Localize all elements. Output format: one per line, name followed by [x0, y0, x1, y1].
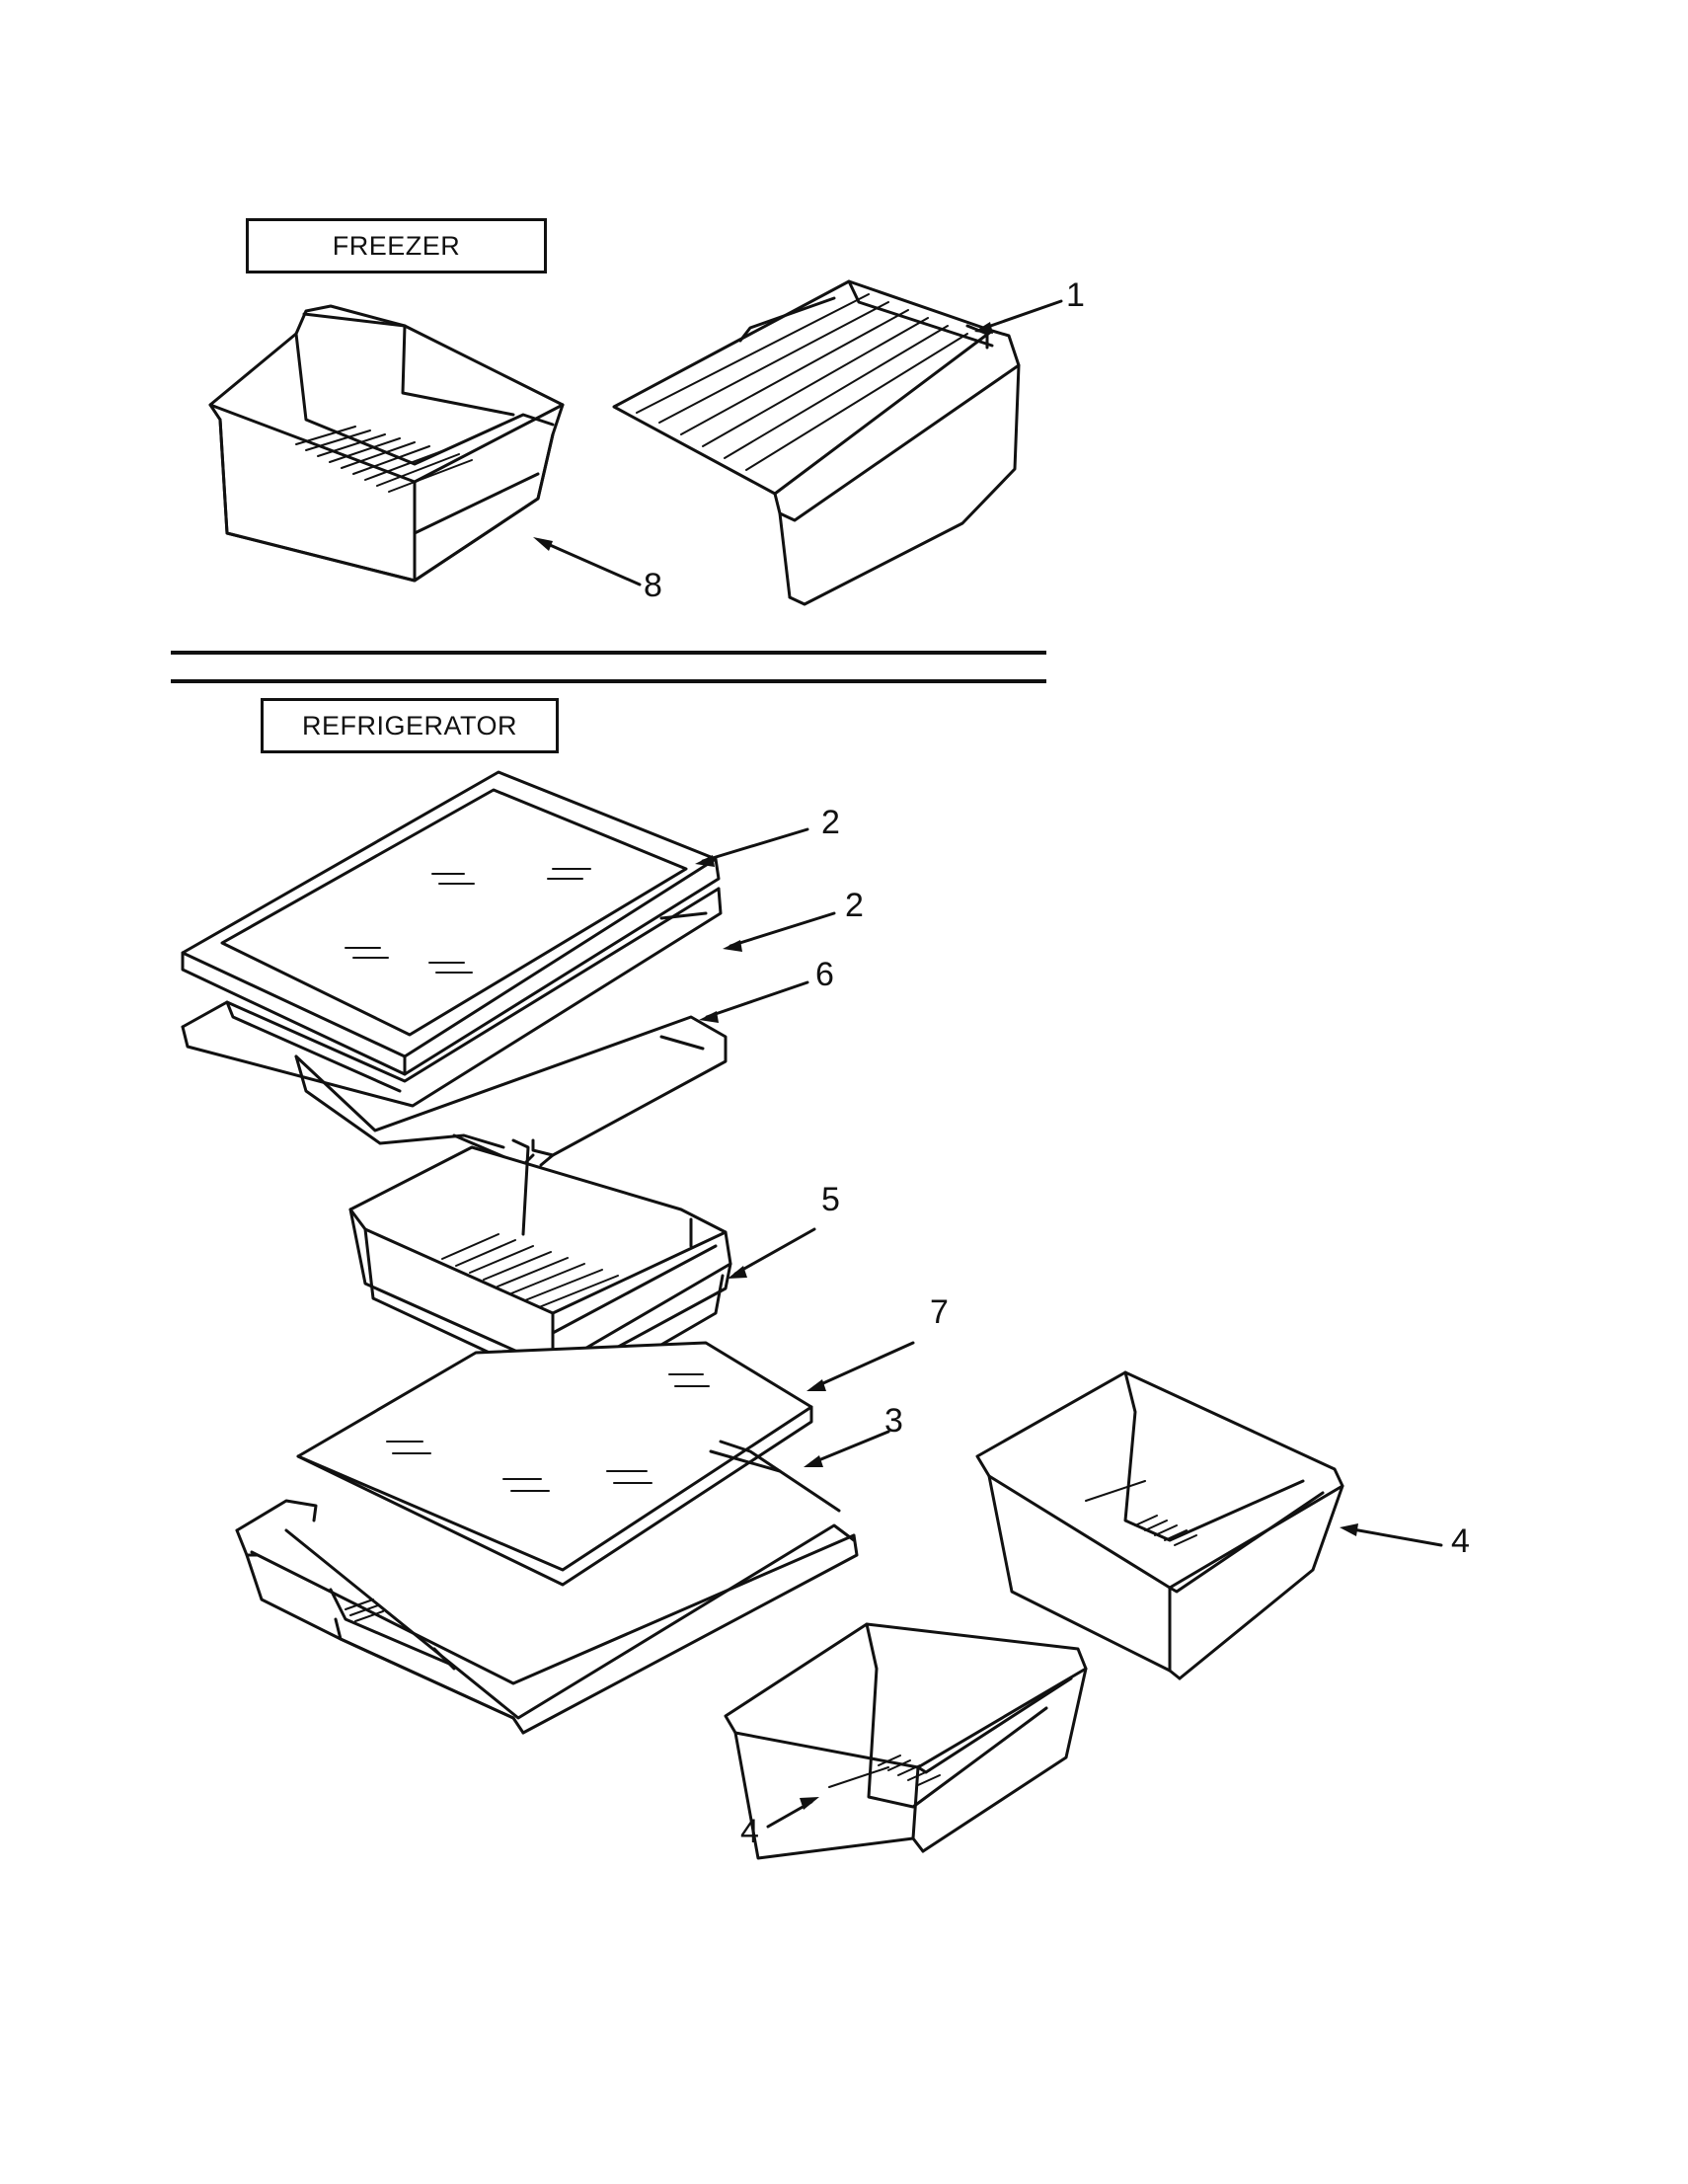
drawer-floor-ribs-right — [1134, 1515, 1197, 1546]
leader-arrow-7 — [806, 1379, 826, 1391]
leader-arrow-3 — [804, 1455, 823, 1467]
callout-2-top: 2 — [821, 804, 840, 841]
callout-7: 7 — [930, 1293, 949, 1331]
leader-line-3 — [809, 1430, 890, 1465]
glass-shelf-part-2-second — [181, 887, 723, 1108]
leader-arrow-6 — [699, 1011, 719, 1023]
leader-line-5 — [733, 1227, 816, 1276]
leader-arrow-5 — [728, 1266, 747, 1279]
leader-arrow-4-right — [1340, 1523, 1358, 1536]
callout-1: 1 — [1066, 276, 1085, 314]
leader-arrow-2-top — [695, 855, 715, 867]
callout-5: 5 — [821, 1181, 840, 1218]
freezer-basket-floor-ribs — [295, 426, 473, 493]
wire-shelf-rods — [636, 293, 968, 471]
callout-2-second: 2 — [845, 887, 864, 924]
drawer-floor-ribs — [441, 1233, 619, 1308]
leader-line-1 — [980, 299, 1063, 331]
glass-glare-marks-top — [345, 868, 591, 974]
leader-arrow-2-second — [723, 940, 742, 952]
glass-shelf-part-2-top — [181, 770, 721, 1076]
leader-line-7 — [812, 1341, 915, 1389]
leader-line-4-right — [1345, 1526, 1443, 1547]
crisper-frame-part-3 — [235, 1440, 859, 1735]
crisper-drawer-part-4-right — [975, 1370, 1344, 1680]
freezer-basket-part-8 — [208, 304, 565, 583]
glass-glare-marks-bottom — [386, 1373, 710, 1492]
callout-4-right: 4 — [1451, 1522, 1470, 1560]
leader-line-2-second — [729, 911, 836, 948]
leader-arrow-8 — [533, 537, 553, 551]
leader-line-6 — [705, 980, 809, 1019]
refrigerator-section-label: REFRIGERATOR — [261, 698, 559, 753]
crisper-drawer-part-4-bottom — [724, 1622, 1088, 1860]
freezer-wire-shelf-part-1 — [612, 279, 1021, 606]
callout-6: 6 — [815, 956, 834, 993]
leader-arrow-4-bottom — [800, 1797, 819, 1810]
freezer-section-label: FREEZER — [246, 218, 547, 273]
leader-arrow-1 — [974, 322, 993, 334]
callout-8: 8 — [644, 567, 662, 604]
crisper-glass-part-7 — [296, 1341, 813, 1587]
leader-line-2-top — [701, 827, 809, 863]
drawer-floor-ribs-bottom — [878, 1755, 941, 1786]
callout-4-bottom: 4 — [740, 1813, 759, 1850]
leader-line-8 — [539, 539, 642, 586]
callout-3: 3 — [884, 1402, 903, 1440]
